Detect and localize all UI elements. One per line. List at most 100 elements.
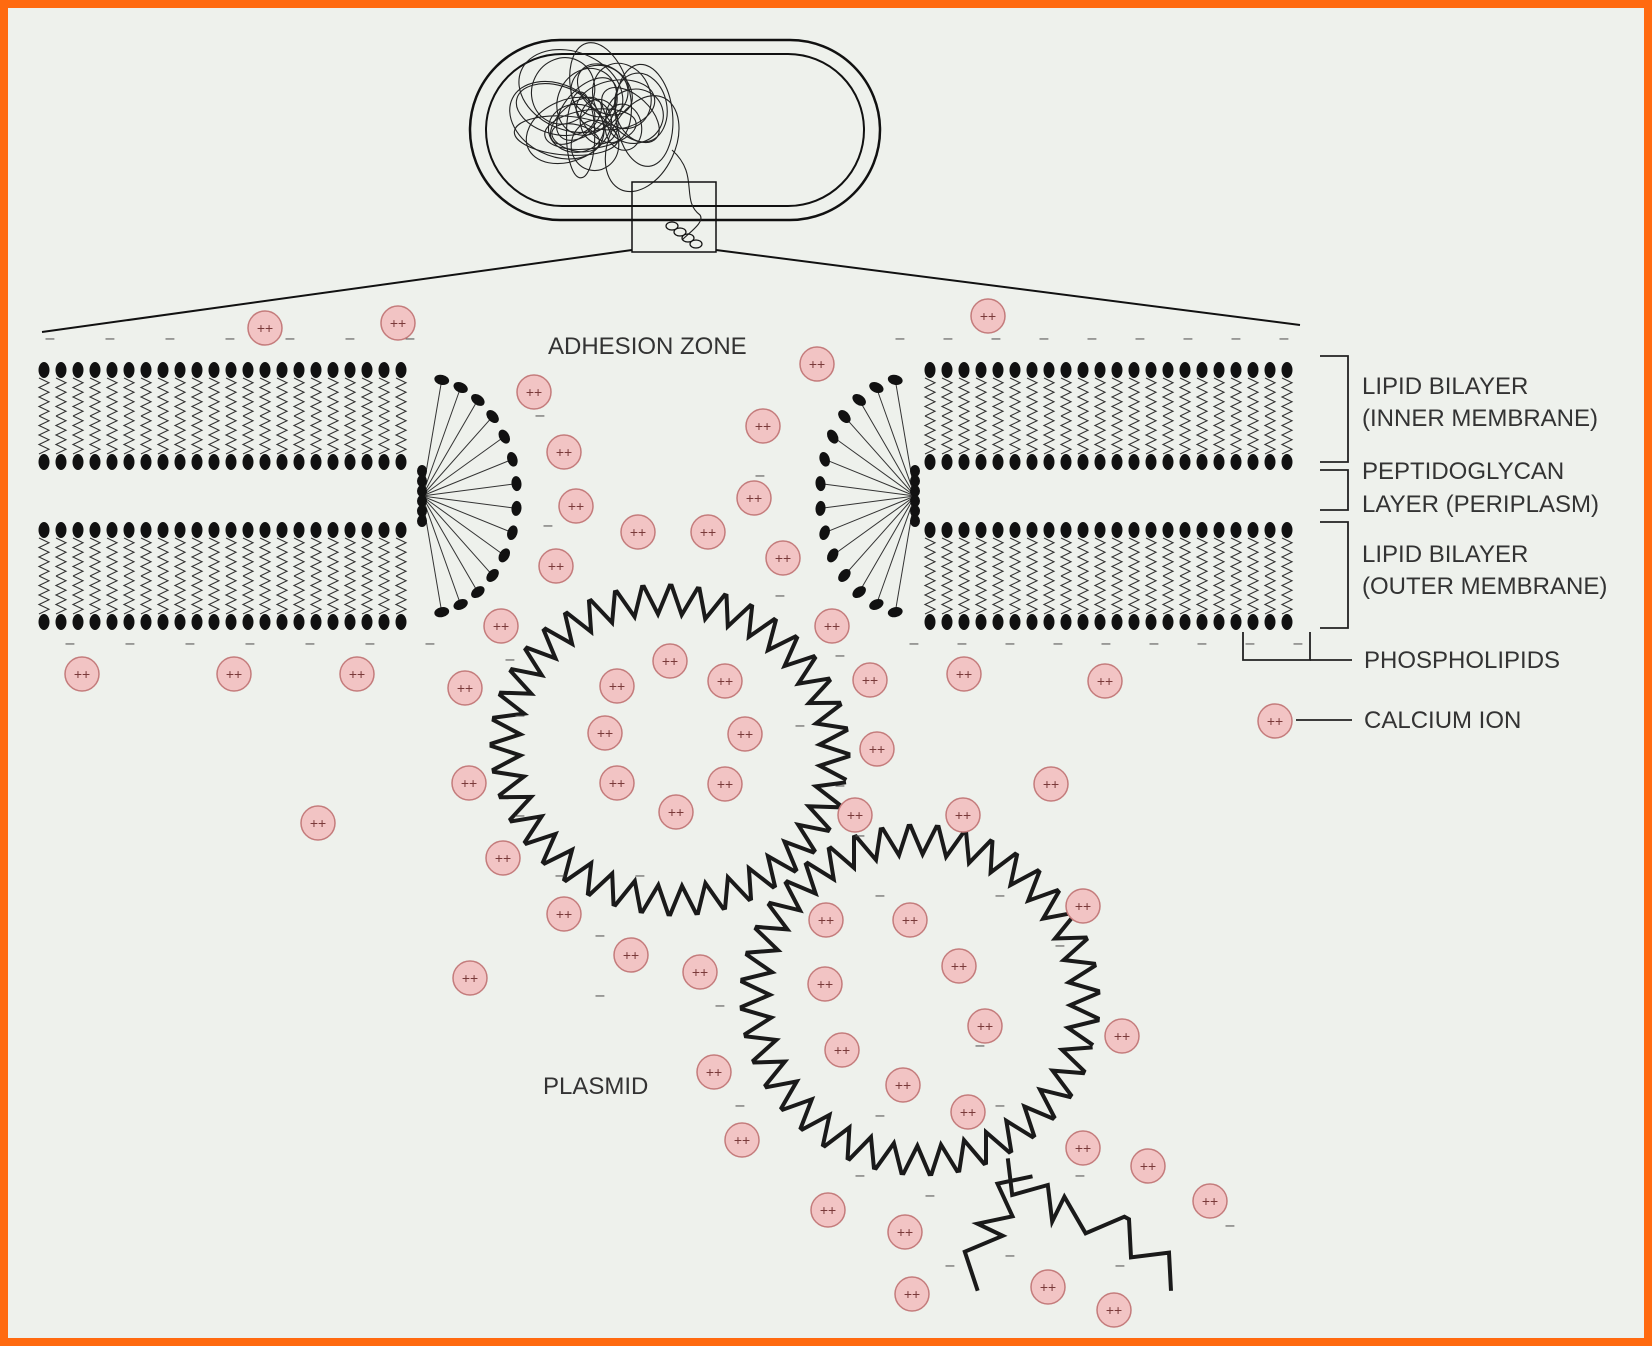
phospholipid-head bbox=[345, 522, 356, 538]
phospholipid-head bbox=[243, 522, 254, 538]
negative-charge: – bbox=[506, 651, 515, 668]
calcium-ion: ++ bbox=[691, 515, 725, 549]
phospholipid-head bbox=[226, 614, 237, 630]
phospholipid-head bbox=[993, 614, 1004, 630]
calcium-ion: ++ bbox=[766, 541, 800, 575]
phospholipid-head bbox=[243, 362, 254, 378]
phospholipid-head bbox=[209, 522, 220, 538]
phospholipid-head bbox=[90, 614, 101, 630]
negative-charge: – bbox=[126, 635, 135, 652]
phospholipid-head bbox=[90, 362, 101, 378]
calcium-ion: ++ bbox=[484, 609, 518, 643]
calcium-ion: ++ bbox=[600, 766, 634, 800]
phospholipid-head bbox=[141, 614, 152, 630]
phospholipid-head bbox=[107, 362, 118, 378]
phospholipid-head bbox=[39, 614, 50, 630]
calcium-ion: ++ bbox=[853, 663, 887, 697]
negative-charge: – bbox=[1294, 635, 1303, 652]
phospholipid-head bbox=[1061, 454, 1072, 470]
phospholipid-head bbox=[1112, 362, 1123, 378]
svg-text:++: ++ bbox=[977, 1018, 993, 1034]
phospholipid-head bbox=[1282, 522, 1293, 538]
phospholipid-head bbox=[976, 522, 987, 538]
svg-text:++: ++ bbox=[847, 807, 863, 823]
phospholipid-head bbox=[925, 362, 936, 378]
phospholipid-head bbox=[260, 522, 271, 538]
svg-text:++: ++ bbox=[956, 666, 972, 682]
phospholipid-head bbox=[362, 614, 373, 630]
svg-text:++: ++ bbox=[556, 444, 572, 460]
svg-text:++: ++ bbox=[955, 807, 971, 823]
phospholipid-head bbox=[1163, 522, 1174, 538]
phospholipid-head bbox=[158, 522, 169, 538]
calcium-ion: ++ bbox=[452, 766, 486, 800]
negative-charge: – bbox=[836, 777, 845, 794]
svg-text:++: ++ bbox=[630, 524, 646, 540]
svg-text:++: ++ bbox=[668, 804, 684, 820]
svg-text:++: ++ bbox=[74, 666, 90, 682]
calcium-ion: ++ bbox=[809, 903, 843, 937]
svg-text:++: ++ bbox=[609, 678, 625, 694]
negative-charge: – bbox=[544, 517, 553, 534]
inner-membrane-label-line2: (INNER MEMBRANE) bbox=[1362, 405, 1598, 432]
svg-text:++: ++ bbox=[980, 308, 996, 324]
phospholipid-head bbox=[1078, 362, 1089, 378]
phospholipid-head bbox=[362, 362, 373, 378]
negative-charge: – bbox=[66, 635, 75, 652]
svg-text:++: ++ bbox=[746, 490, 762, 506]
phospholipid-head bbox=[90, 522, 101, 538]
negative-charge: – bbox=[996, 1097, 1005, 1114]
phospholipid-head bbox=[73, 522, 84, 538]
phospholipid-head bbox=[362, 454, 373, 470]
calcium-ion: ++ bbox=[683, 955, 717, 989]
negative-charge: – bbox=[516, 707, 525, 724]
periplasm-label-line1: PEPTIDOGLYCAN bbox=[1362, 458, 1564, 485]
phospholipid-head bbox=[1248, 614, 1259, 630]
phospholipid-head bbox=[39, 454, 50, 470]
calcium-ion: ++ bbox=[588, 716, 622, 750]
calcium-ion: ++ bbox=[539, 549, 573, 583]
phospholipid-head bbox=[1163, 362, 1174, 378]
outer-membrane-label-line2: (OUTER MEMBRANE) bbox=[1362, 573, 1607, 600]
calcium-ion: ++ bbox=[1088, 664, 1122, 698]
calcium-ion: ++ bbox=[728, 717, 762, 751]
phospholipid-head bbox=[362, 522, 373, 538]
phospholipid-head bbox=[294, 362, 305, 378]
phospholipid-head bbox=[1282, 362, 1293, 378]
calcium-ion: ++ bbox=[559, 489, 593, 523]
phospholipid-head bbox=[1078, 614, 1089, 630]
calcium-ion: ++ bbox=[800, 347, 834, 381]
negative-charge: – bbox=[106, 330, 115, 347]
svg-text:++: ++ bbox=[609, 775, 625, 791]
negative-charge: – bbox=[946, 1257, 955, 1274]
negative-charge: – bbox=[736, 1097, 745, 1114]
phospholipid-head bbox=[1027, 454, 1038, 470]
phospholipid-head bbox=[1010, 362, 1021, 378]
calcium-ion: ++ bbox=[1066, 1131, 1100, 1165]
phospholipid-head bbox=[1248, 362, 1259, 378]
calcium-ion: ++ bbox=[1131, 1149, 1165, 1183]
phospholipid-head bbox=[1231, 522, 1242, 538]
svg-text:++: ++ bbox=[462, 970, 478, 986]
svg-text:++: ++ bbox=[495, 850, 511, 866]
phospholipid-head bbox=[1282, 614, 1293, 630]
svg-text:++: ++ bbox=[1075, 898, 1091, 914]
phospholipid-head bbox=[209, 362, 220, 378]
svg-text:++: ++ bbox=[226, 666, 242, 682]
negative-charge: – bbox=[896, 330, 905, 347]
phospholipid-head bbox=[124, 362, 135, 378]
negative-charge: – bbox=[876, 1107, 885, 1124]
calcium-ion: ++ bbox=[547, 435, 581, 469]
phospholipid-head bbox=[311, 454, 322, 470]
svg-text:++: ++ bbox=[960, 1104, 976, 1120]
svg-text:++: ++ bbox=[869, 741, 885, 757]
svg-text:++: ++ bbox=[951, 958, 967, 974]
svg-text:++: ++ bbox=[904, 1286, 920, 1302]
phospholipid-head bbox=[1061, 362, 1072, 378]
phospholipid-head bbox=[175, 362, 186, 378]
negative-charge: – bbox=[536, 407, 545, 424]
negative-charge: – bbox=[876, 887, 885, 904]
phospholipid-head bbox=[1044, 454, 1055, 470]
negative-charge: – bbox=[1102, 635, 1111, 652]
phospholipid-head bbox=[1010, 614, 1021, 630]
